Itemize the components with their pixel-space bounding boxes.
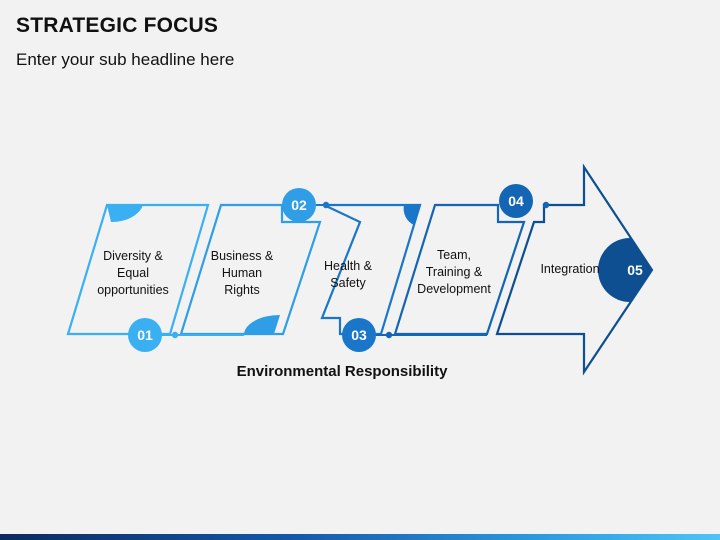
step-1-corner-accent [107, 205, 143, 223]
step-2-corner-accent [244, 314, 280, 334]
step-2-label-line-2: Human [222, 266, 262, 280]
step-2: Business & Human Rights [179, 203, 322, 336]
step-5-arrow-shape [495, 163, 654, 376]
step-3-number-badge: 03 [342, 318, 376, 352]
step-1-number-badge: 01 [128, 318, 162, 352]
step-4-label-line-2: Training & [426, 265, 483, 279]
step-2-label-line-3: Rights [224, 283, 259, 297]
step-3-label-line-2: Safety [330, 276, 366, 290]
step-5-number: 05 [627, 262, 643, 278]
step-2-label-line-1: Business & [211, 249, 274, 263]
connector-02-dot [322, 201, 330, 209]
step-2-number: 02 [291, 197, 307, 213]
step-5: Integration [495, 163, 654, 376]
step-4-label-line-3: Development [417, 282, 491, 296]
step-3-label-line-1: Health & [324, 259, 373, 273]
step-4-number-badge: 04 [499, 184, 533, 218]
connector-04-dot [542, 201, 550, 209]
step-5-label-line-1: Integration [540, 262, 599, 276]
connector-01-dot [171, 331, 179, 339]
step-2-number-badge: 02 [282, 188, 316, 222]
page-title: STRATEGIC FOCUS [16, 14, 219, 37]
step-3: Health & Safety [320, 203, 422, 336]
step-5-tip-accent [598, 238, 652, 302]
step-1: Diversity & Equal opportunities [66, 203, 210, 336]
step-1-label-line-3: opportunities [97, 283, 169, 297]
step-1-label-line-1: Diversity & [103, 249, 163, 263]
step-4-label-line-1: Team, [437, 248, 471, 262]
footer-label: Environmental Responsibility [236, 363, 448, 380]
page-subtitle: Enter your sub headline here [16, 50, 235, 69]
step-3-corner-accent [403, 205, 420, 225]
bottom-gradient-bar [0, 534, 720, 540]
step-1-number: 01 [137, 327, 153, 343]
connector-03-dot [385, 331, 393, 339]
step-3-shape [320, 203, 422, 336]
step-1-label-line-2: Equal [117, 266, 149, 280]
step-3-number: 03 [351, 327, 367, 343]
step-4-number: 04 [508, 193, 524, 209]
